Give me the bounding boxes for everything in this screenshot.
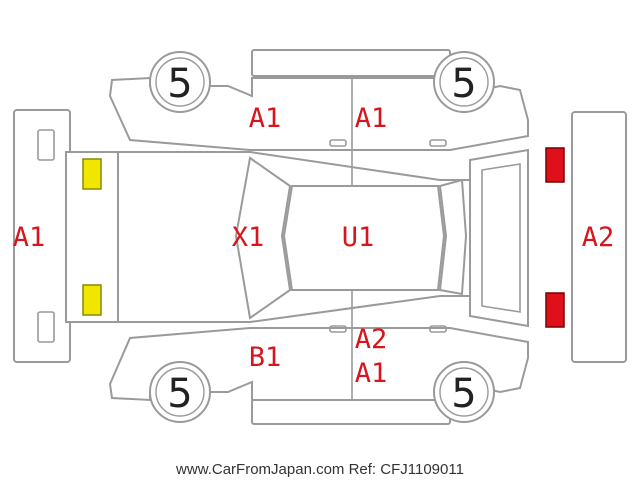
windshield-panel xyxy=(234,156,292,320)
roof-panel xyxy=(282,185,446,291)
mark-right-front-door: B1 xyxy=(249,342,282,373)
tire-front-right: 5 xyxy=(149,361,211,423)
mark-right-rear-door-line1: A2 xyxy=(355,324,388,355)
right-front-door-handle xyxy=(329,325,347,333)
tailgate-panel xyxy=(469,148,529,328)
tire-rear-left: 5 xyxy=(433,51,495,113)
mark-roof: U1 xyxy=(342,222,375,253)
left-rear-door-handle xyxy=(429,139,447,147)
right-side-roofline xyxy=(251,399,451,425)
mark-windshield: X1 xyxy=(232,222,265,253)
tire-front-left: 5 xyxy=(149,51,211,113)
rear-window-panel xyxy=(438,178,468,296)
taillight-left xyxy=(545,147,565,183)
taillight-right xyxy=(545,292,565,328)
rear-bumper xyxy=(571,111,627,363)
tire-rear-right: 5 xyxy=(433,361,495,423)
front-bumper-slot-top xyxy=(37,129,55,161)
left-front-door-handle xyxy=(329,139,347,147)
mark-front-bumper: A1 xyxy=(13,222,46,253)
left-side-roofline xyxy=(251,49,451,77)
mark-rear-bumper: A2 xyxy=(582,222,615,253)
tailgate-glass xyxy=(481,163,521,313)
tire-rear-right-rating: 5 xyxy=(451,371,476,417)
tire-rear-left-rating: 5 xyxy=(451,61,476,107)
right-rear-door-handle xyxy=(429,325,447,333)
mark-right-rear-door-line2: A1 xyxy=(355,358,388,389)
headlight-left xyxy=(82,158,102,190)
footer-reference: www.CarFromJapan.com Ref: CFJ1109011 xyxy=(175,461,464,478)
tire-front-right-rating: 5 xyxy=(167,371,192,417)
headlight-right xyxy=(82,284,102,316)
tire-front-left-rating: 5 xyxy=(167,61,192,107)
mark-left-front-door: A1 xyxy=(249,103,282,134)
front-bumper-slot-bottom xyxy=(37,311,55,343)
mark-left-rear-door: A1 xyxy=(355,103,388,134)
